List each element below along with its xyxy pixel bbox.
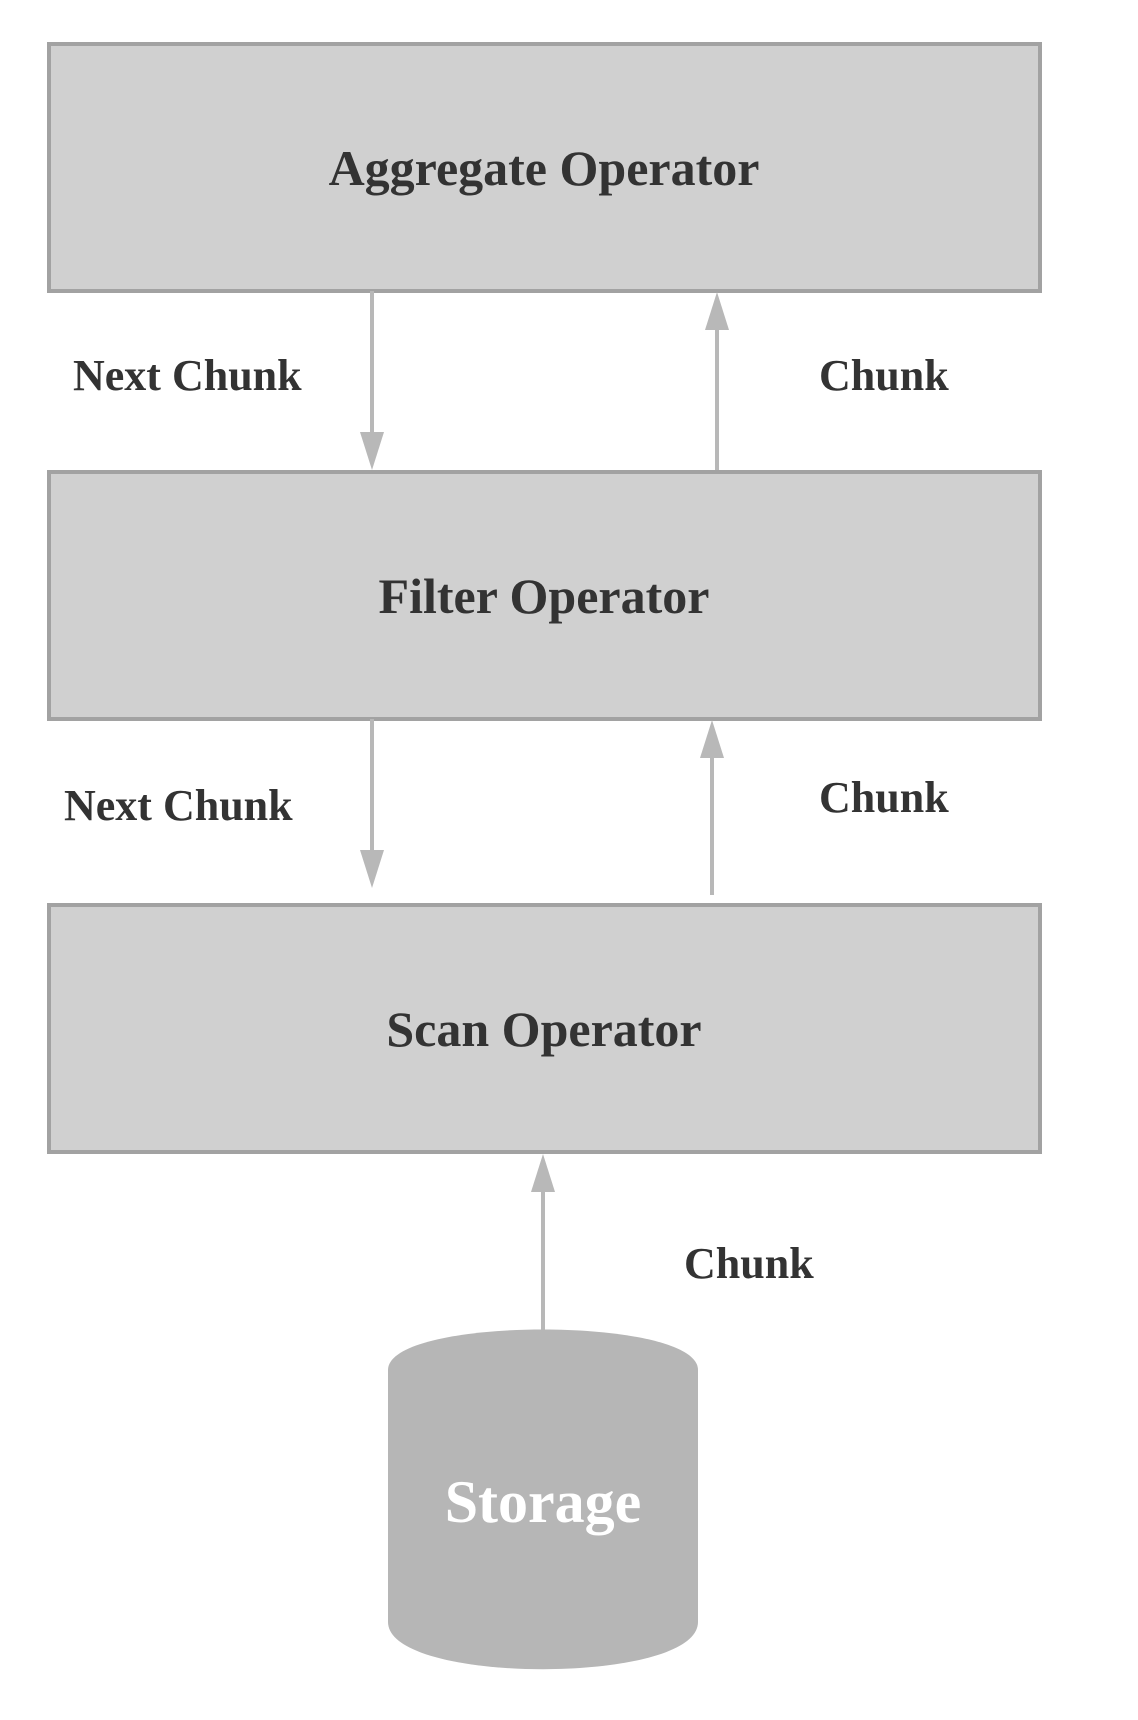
scan-operator-node: Scan Operator [47,903,1042,1154]
next-chunk-label-2: Next Chunk [64,781,293,830]
arrow-down-head [360,432,384,470]
chunk-arrow-scan-to-filter [700,720,724,895]
aggregate-operator-label: Aggregate Operator [329,140,760,196]
storage-label: Storage [445,1469,642,1535]
arrow-up-head [705,292,729,330]
filter-operator-box [47,470,1042,721]
arrow-down-head [360,850,384,888]
arrow-up-head [531,1154,555,1192]
chunk-arrow-filter-to-agg [705,292,729,470]
next-chunk-label-1: Next Chunk [73,351,302,400]
scan-operator-label: Scan Operator [386,1001,701,1057]
next-chunk-arrow-agg-to-filter [360,291,384,470]
filter-operator-node: Filter Operator [47,470,1042,721]
next-chunk-arrow-filter-to-scan [360,719,384,888]
filter-operator-label: Filter Operator [379,568,710,624]
storage-cylinder-icon: Storage [388,1329,698,1670]
chunk-label-1: Chunk [819,351,949,400]
aggregate-operator-box [47,42,1042,293]
chunk-label-2: Chunk [819,773,949,822]
storage-cylinder-body [388,1329,698,1670]
chunk-label-3: Chunk [684,1239,814,1288]
arrow-up-head [700,720,724,758]
aggregate-operator-node: Aggregate Operator [47,42,1042,293]
scan-operator-box [47,903,1042,1154]
chunk-arrow-storage-to-scan [531,1154,555,1330]
